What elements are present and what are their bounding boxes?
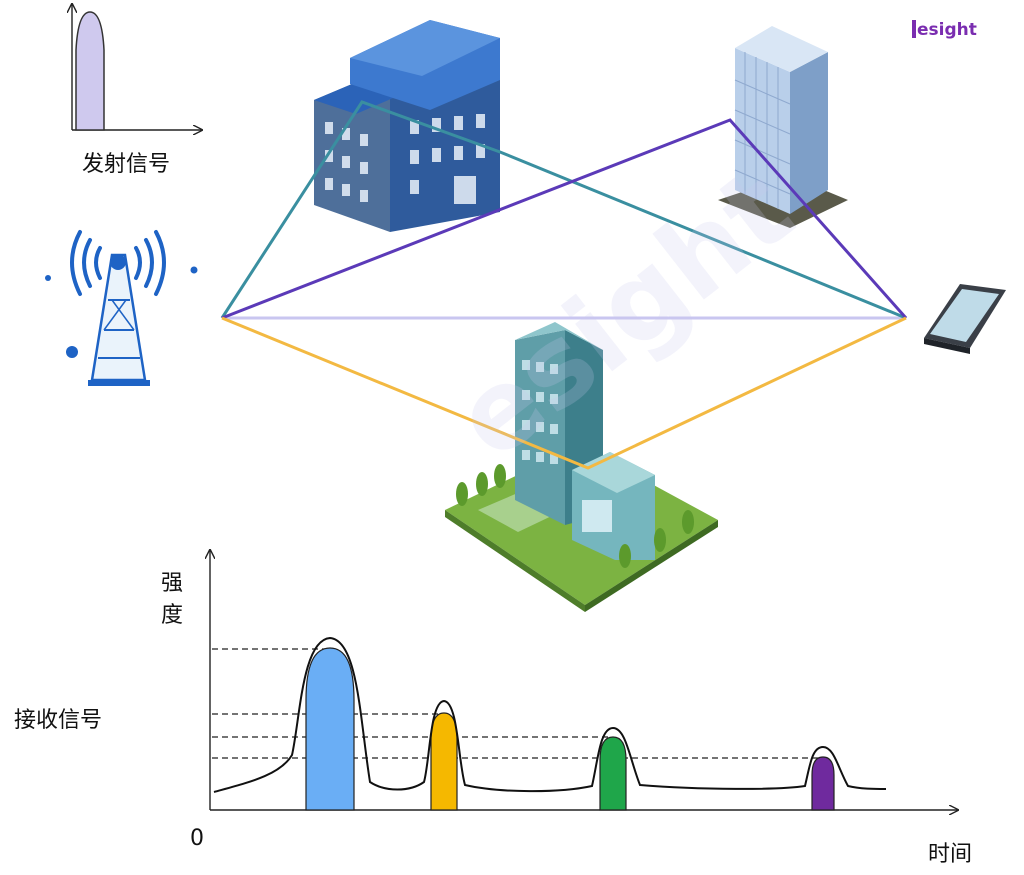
pulse-blue [305,647,355,811]
building-with-lawn-icon [445,322,718,612]
propagation-paths [220,100,908,470]
receive-signal-chart [210,550,958,810]
transmit-signal-chart [72,4,202,130]
receive-signal-label: 接收信号 [14,708,103,733]
origin-label: 0 [190,826,204,851]
reflect-path-bottom-building [221,316,907,470]
transmit-pulse [75,11,105,131]
pulse-yellow [430,712,458,811]
x-axis-label: 时间 [928,842,973,867]
reflect-path-left-building [220,100,907,320]
smartphone-icon [924,284,1006,354]
y-axis-label: 强度 [160,571,183,628]
transmit-signal-label: 发射信号 [82,152,171,177]
pulse-green [599,736,627,811]
cell-tower-icon [45,230,198,386]
received-envelope [213,636,887,793]
logo-text: esight [917,20,977,40]
brand-logo: esight [912,20,977,40]
office-building-icon [314,20,500,232]
reflect-path-skyscraper [221,118,908,320]
level-guides [212,648,822,759]
pulse-purple [811,756,835,811]
